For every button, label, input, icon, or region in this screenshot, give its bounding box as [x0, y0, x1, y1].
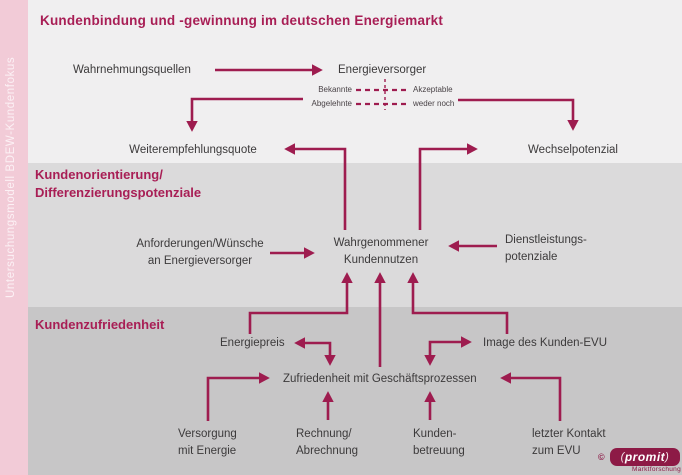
logo-right-paren: ) — [665, 451, 670, 463]
band-kundenbindung — [28, 0, 682, 163]
band-kundenorientierung — [28, 163, 682, 307]
node-line: potenziale — [505, 251, 558, 263]
node-line: Kundennutzen — [343, 254, 419, 266]
logo-left-paren: ( — [620, 451, 625, 463]
page-title: Kundenbindung und -gewinnung im deutsche… — [40, 13, 444, 28]
node-dienstleistungspotenziale: Dienstleistungs- potenziale — [505, 232, 587, 266]
node-line: Versorgung — [178, 428, 237, 440]
legend-label-akzeptable: Akzeptable — [413, 85, 453, 94]
sidebar: Untersuchungsmodell BDEW-Kundenfokus — [0, 0, 28, 475]
node-letzter-kontakt-evu: letzter Kontakt zum EVU — [532, 426, 606, 460]
heading-line: Differenzierungspotenziale — [35, 185, 202, 200]
node-line: letzter Kontakt — [532, 428, 606, 440]
promit-logo: ( promit ) — [610, 448, 680, 466]
node-line: an Energieversorger — [147, 255, 253, 267]
node-line: mit Energie — [178, 445, 237, 457]
node-kundenbetreuung: Kunden- betreuung — [413, 426, 465, 460]
sidebar-vertical-label: Untersuchungsmodell BDEW-Kundenfokus — [5, 56, 17, 298]
node-rechnung-abrechnung: Rechnung/ Abrechnung — [296, 426, 358, 460]
node-image-kunden-evu: Image des Kunden-EVU — [483, 337, 608, 349]
node-line: betreuung — [413, 445, 465, 457]
legend-label-abgelehnte: Abgelehnte — [311, 99, 352, 108]
node-energieversorger: Energieversorger — [338, 64, 427, 76]
node-energiepreis: Energiepreis — [220, 337, 285, 349]
node-kundennutzen: Wahrgenommener Kundennutzen — [334, 235, 429, 269]
section-heading-kundenzufriedenheit: Kundenzufriedenheit — [35, 317, 165, 332]
band-kundenzufriedenheit — [28, 307, 682, 475]
node-line: zum EVU — [532, 445, 581, 457]
node-weiterempfehlungsquote: Weiterempfehlungsquote — [129, 144, 257, 156]
node-anforderungen: Anforderungen/Wünsche an Energieversorge… — [136, 236, 263, 270]
node-line: Dienstleistungs- — [505, 234, 587, 246]
logo-tagline: Marktforschung — [632, 466, 681, 473]
node-line: Rechnung/ — [296, 428, 352, 440]
node-zufriedenheit-geschaeftsprozesse: Zufriedenheit mit Geschäftsprozessen — [283, 373, 477, 385]
node-versorgung-mit-energie: Versorgung mit Energie — [178, 426, 237, 460]
legend-label-weder-noch: weder noch — [413, 99, 455, 108]
logo-name: promit — [624, 450, 666, 464]
copyright-symbol: © — [598, 452, 605, 462]
node-line: Wahrgenommener — [333, 237, 429, 249]
node-wechselpotenzial: Wechselpotenzial — [528, 144, 618, 156]
node-wahrnehmungsquellen: Wahrnehmungsquellen — [73, 64, 191, 76]
section-heading-kundenorientierung: Kundenorientierung/ Differenzierungspote… — [35, 166, 201, 202]
node-line: Abrechnung — [296, 445, 359, 457]
node-line: Kunden- — [413, 428, 457, 440]
legend-label-bekannte: Bekannte — [318, 85, 352, 94]
node-line: Anforderungen/Wünsche — [136, 238, 264, 250]
heading-line: Kundenorientierung/ — [35, 167, 163, 182]
